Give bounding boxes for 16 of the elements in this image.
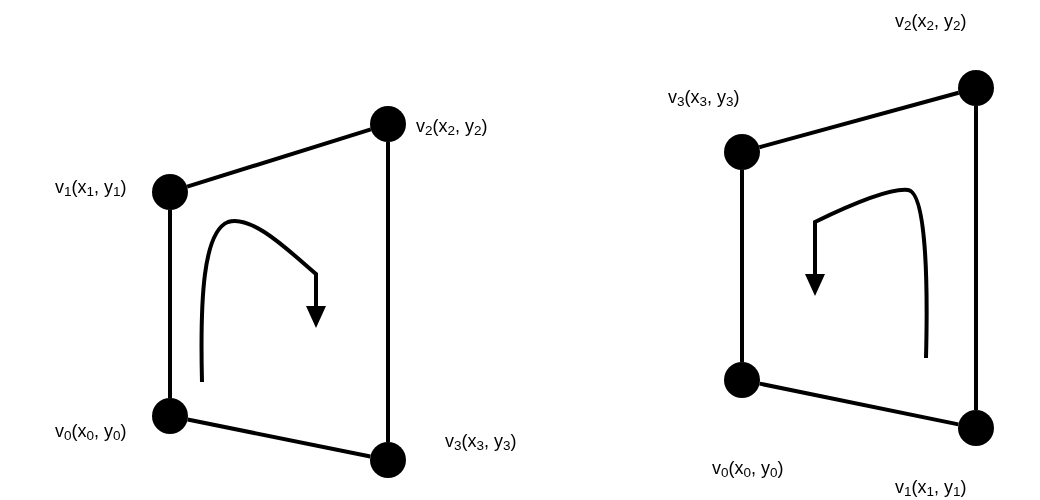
vertex-label: v$_{0}$(x$_{0}$, y$_{0}$) (712, 457, 784, 482)
vertex-label: v$_{2}$(x$_{2}$, y$_{2}$) (895, 10, 967, 35)
edge-line (759, 381, 959, 427)
edge-line (168, 210, 172, 398)
edge-line (186, 127, 372, 189)
vertex-label: v$_{1}$(x$_{1}$, y$_{1}$) (55, 176, 127, 201)
edge-line (740, 170, 744, 362)
vertex-label: v$_{1}$(x$_{1}$, y$_{1}$) (895, 476, 967, 500)
vertex-label: v$_{0}$(x$_{0}$, y$_{0}$) (55, 420, 127, 445)
vertex-label: v$_{2}$(x$_{2}$, y$_{2}$) (416, 115, 488, 140)
edge-line (386, 142, 390, 442)
edge-line (187, 417, 371, 459)
edge-line (974, 106, 978, 410)
edge-line (758, 90, 960, 150)
vertex-label: v$_{3}$(x$_{3}$, y$_{3}$) (445, 430, 517, 455)
vertex-label: v$_{3}$(x$_{3}$, y$_{3}$) (668, 86, 740, 111)
